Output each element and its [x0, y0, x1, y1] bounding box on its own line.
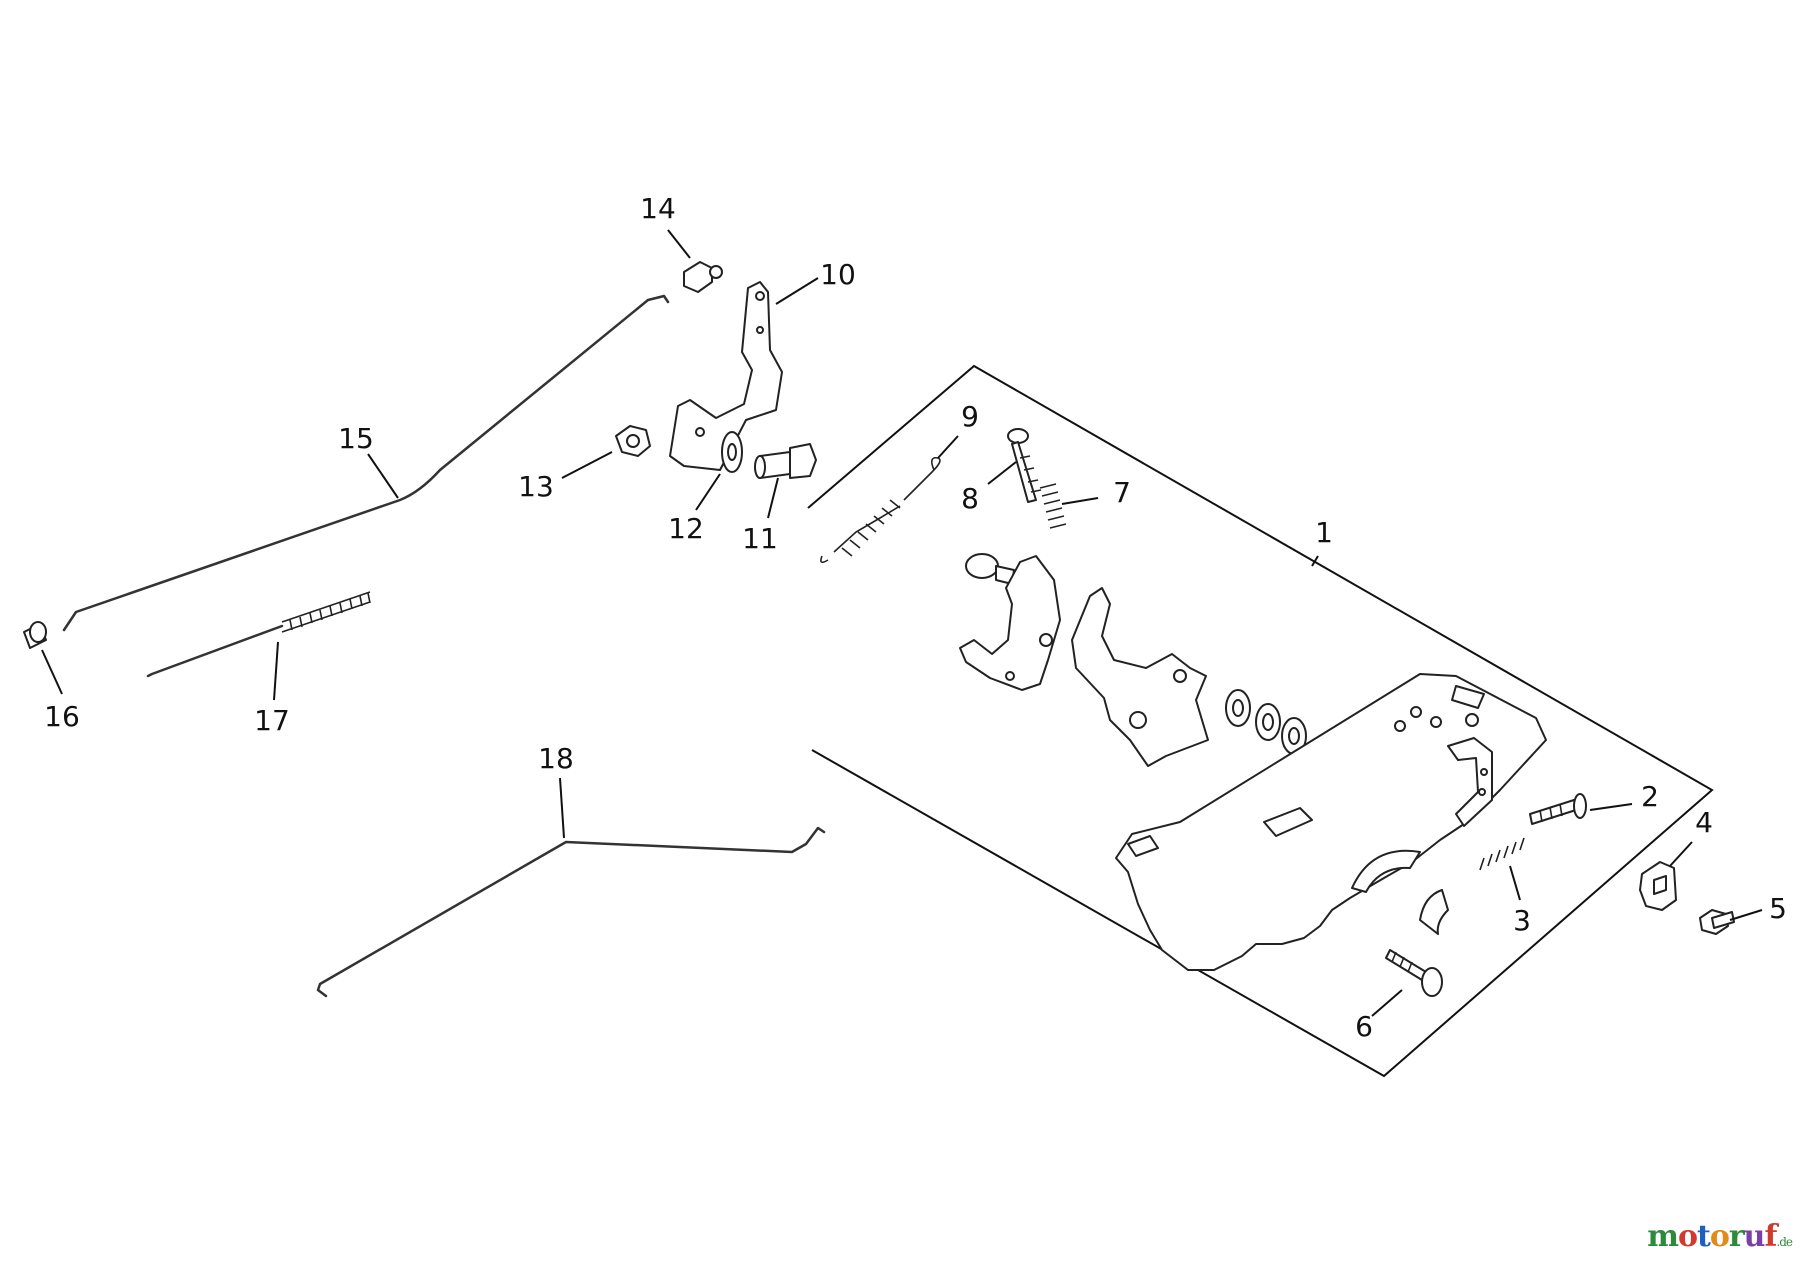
watermark-logo: motoruf.de [1647, 1219, 1793, 1254]
callout-4: 4 [1695, 806, 1713, 839]
leader-2 [1589, 803, 1633, 811]
watermark-letter: r [1728, 1219, 1745, 1254]
callout-3: 3 [1513, 904, 1531, 937]
callout-13: 13 [518, 470, 554, 503]
part-5-bolt [1699, 909, 1735, 935]
leader-8 [987, 461, 1017, 485]
callout-12: 12 [668, 512, 704, 545]
part-13-nut [615, 425, 651, 457]
leader-14 [667, 229, 691, 259]
callout-17: 17 [254, 704, 290, 737]
leader-5 [1729, 909, 1763, 921]
part-12-washer [721, 431, 743, 473]
callout-11: 11 [742, 522, 778, 555]
part-17-governor-spring [146, 591, 371, 678]
callout-9: 9 [961, 400, 979, 433]
leader-6 [1371, 989, 1403, 1017]
leader-7 [1061, 497, 1099, 505]
washer-stack [1225, 689, 1307, 755]
watermark-letter: o [1709, 1219, 1730, 1254]
callout-14: 14 [640, 192, 676, 225]
callout-7: 7 [1113, 476, 1131, 509]
leader-17 [273, 641, 279, 701]
watermark-suffix: .de [1776, 1235, 1793, 1249]
watermark-letter: t [1696, 1219, 1711, 1254]
callout-labels: 1 2 3 4 5 6 7 8 9 10 11 12 13 14 15 16 1… [44, 192, 1787, 1043]
leader-16 [41, 649, 63, 695]
part-2-bolt [1529, 793, 1587, 825]
callout-6: 6 [1355, 1010, 1373, 1043]
part-15-control-rod [62, 294, 670, 632]
part-6-screw [1385, 949, 1443, 997]
leader-12 [695, 473, 721, 511]
callout-18: 18 [538, 742, 574, 775]
part-18-link-rod [316, 826, 826, 998]
leader-9 [937, 435, 959, 459]
part-1-control-bracket [1115, 673, 1547, 971]
callout-1: 1 [1315, 516, 1333, 549]
part-9-extension-spring [820, 456, 941, 564]
part-10-throttle-lever [669, 281, 783, 471]
watermark-letter: o [1677, 1219, 1698, 1254]
leader-13 [561, 451, 613, 479]
watermark-letter: u [1743, 1219, 1766, 1254]
part-16-bushing [23, 621, 47, 649]
leader-3 [1509, 865, 1521, 901]
part-7-compression-spring [1039, 483, 1067, 529]
leader-11 [767, 477, 779, 519]
control-lever [1071, 587, 1209, 767]
part-4-clip [1639, 861, 1677, 911]
callout-10: 10 [820, 258, 856, 291]
leader-18 [559, 777, 565, 839]
leader-10 [775, 277, 819, 305]
callout-5: 5 [1769, 892, 1787, 925]
leader-lines [41, 229, 1763, 1017]
watermark-letter: m [1647, 1219, 1679, 1254]
watermark-letter: f [1764, 1219, 1777, 1254]
callout-16: 16 [44, 700, 80, 733]
callout-15: 15 [338, 422, 374, 455]
governor-lever [959, 553, 1061, 691]
callout-2: 2 [1641, 780, 1659, 813]
leader-4 [1669, 841, 1693, 867]
part-14-clip [683, 261, 723, 293]
callout-8: 8 [961, 482, 979, 515]
part-8-screw [1007, 428, 1042, 503]
watermark-text: motoruf [1647, 1219, 1777, 1254]
part-11-shoulder-bolt [754, 443, 817, 479]
leader-15 [367, 453, 399, 499]
part-3-spring [1479, 837, 1525, 871]
leader-1 [1311, 555, 1319, 567]
